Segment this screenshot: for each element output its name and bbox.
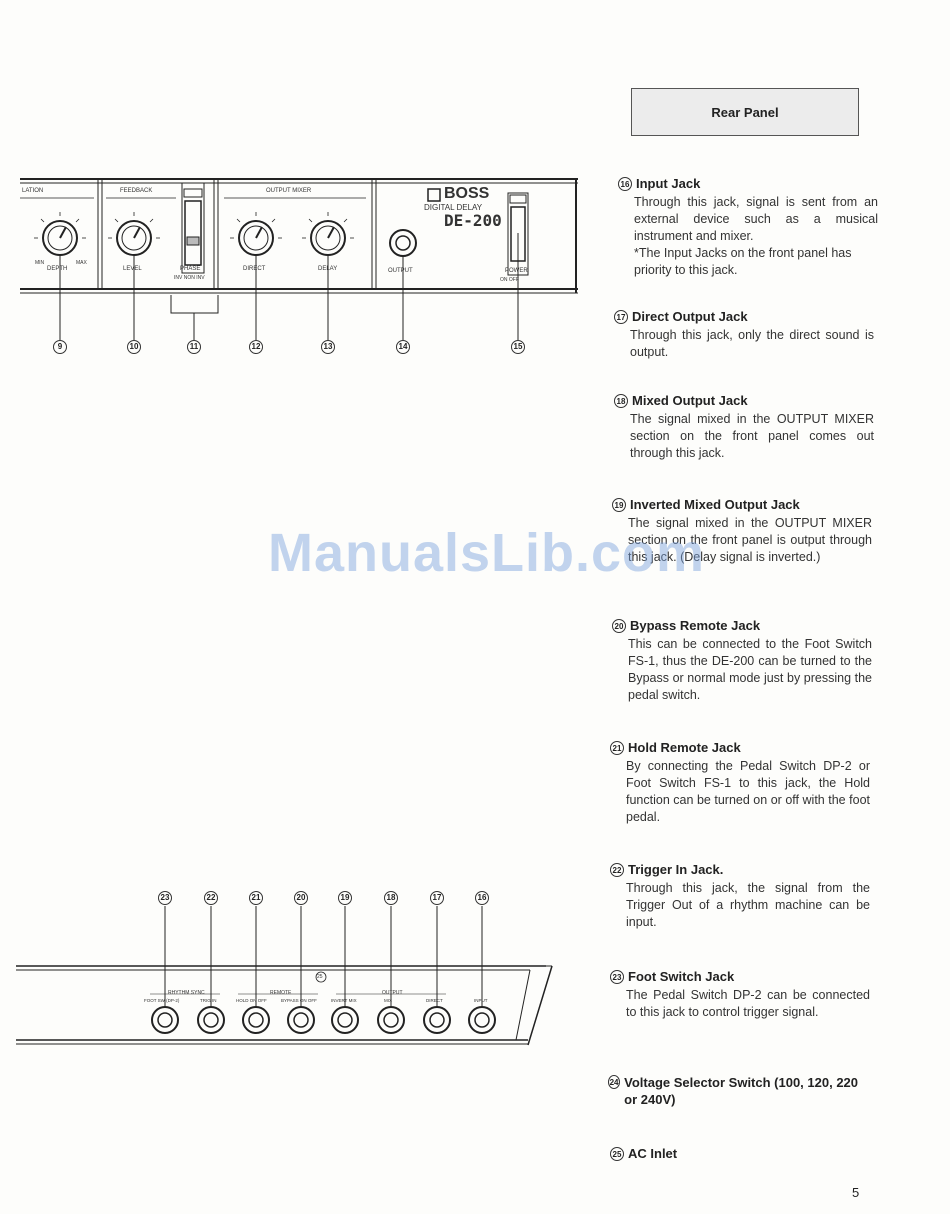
section-number: 17 <box>614 309 628 324</box>
jack-label: TRIG IN <box>200 998 217 1003</box>
section-header-title: Rear Panel <box>711 104 779 120</box>
page-number: 5 <box>852 1185 860 1200</box>
section-note: *The Input Jacks on the front panel has … <box>634 246 852 277</box>
watermark: ManualsLib.com <box>268 523 706 583</box>
callout: 22 <box>204 891 218 905</box>
section-title: Bypass Remote Jack <box>630 618 761 633</box>
section-number: 19 <box>612 497 626 512</box>
callout: 14 <box>396 340 410 354</box>
section-title: Inverted Mixed Output Jack <box>630 497 800 512</box>
section-title: Hold Remote Jack <box>628 740 741 755</box>
section-label-output-mixer: OUTPUT MIXER <box>266 188 312 194</box>
knob-delay <box>310 220 346 256</box>
section-ac-inlet: 25 AC Inlet <box>610 1146 870 1164</box>
callout: 18 <box>384 891 398 905</box>
section-foot-switch-jack: 23 Foot Switch Jack The Pedal Switch DP-2… <box>610 969 870 1021</box>
section-title: AC Inlet <box>628 1146 678 1161</box>
phase-sub-label: INV NON INV <box>174 275 205 281</box>
section-label-feedback: FEEDBACK <box>120 188 153 194</box>
callout: 20 <box>294 891 308 905</box>
section-body: The signal mixed in the OUTPUT MIXER sec… <box>628 516 872 564</box>
power-sub-label: ON OFF <box>500 277 519 283</box>
phase-label: PHASE <box>180 266 201 272</box>
section-number: 16 <box>618 176 632 191</box>
section-title: Trigger In Jack. <box>628 862 724 877</box>
callout: 15 <box>511 340 525 354</box>
section-title: Mixed Output Jack <box>632 393 748 408</box>
knob-direct <box>238 220 274 256</box>
output-jack <box>389 229 417 257</box>
section-trigger-in-jack: 22 Trigger In Jack. Through this jack, th… <box>610 862 870 931</box>
group-label: REMOTE <box>270 990 292 996</box>
jack-label: INVERT MIX <box>331 998 357 1003</box>
section-inverted-mixed-output-jack: 19 Inverted Mixed Output Jack The signal … <box>612 497 872 566</box>
knob-level <box>116 220 152 256</box>
knob-label-level: LEVEL <box>123 266 142 272</box>
section-number: 23 <box>610 969 624 984</box>
section-direct-output-jack: 17 Direct Output Jack Through this jack, … <box>614 309 874 361</box>
model-name: DE-200 <box>444 211 502 230</box>
section-number: 21 <box>610 740 624 755</box>
section-title: Direct Output Jack <box>632 309 748 324</box>
section-title: Voltage Selector Switch (100, 120, 220 o… <box>624 1075 859 1107</box>
boss-logo-mark <box>427 188 441 202</box>
section-body: The signal mixed in the OUTPUT MIXER sec… <box>630 412 874 460</box>
section-number: 25 <box>610 1146 624 1161</box>
section-bypass-remote-jack: 20 Bypass Remote Jack This can be connect… <box>612 618 872 704</box>
center-mark: 25 <box>317 974 323 980</box>
section-label-modulation: LATION <box>22 188 44 194</box>
knob-label-depth: DEPTH <box>47 266 68 272</box>
callout: 16 <box>475 891 489 905</box>
callout: 12 <box>249 340 263 354</box>
jack-label: DIRECT <box>426 998 443 1003</box>
power-label: POWER <box>505 268 528 274</box>
jack-label: INPUT <box>474 998 488 1003</box>
section-number: 24 <box>608 1075 621 1089</box>
brand-line: DIGITAL DELAY <box>424 203 483 212</box>
jack-label: BYPASS ON OFF <box>281 998 317 1003</box>
section-hold-remote-jack: 21 Hold Remote Jack By connecting the Ped… <box>610 740 870 826</box>
min-label: MIN <box>35 260 45 266</box>
section-body: This can be connected to the Foot Switch… <box>628 637 872 702</box>
rear-panel-illustration <box>16 906 553 1046</box>
section-number: 20 <box>612 618 626 633</box>
knob-label-direct: DIRECT <box>243 266 266 272</box>
callout: 10 <box>127 340 141 354</box>
knob-depth <box>42 220 78 256</box>
section-input-jack: 16 Input Jack Through this jack, signal i… <box>618 176 878 279</box>
section-body: The Pedal Switch DP-2 can be connected t… <box>626 988 870 1019</box>
section-title: Foot Switch Jack <box>628 969 735 984</box>
callout: 21 <box>249 891 263 905</box>
section-header: Rear Panel <box>631 88 859 136</box>
knob-label-delay: DELAY <box>318 266 338 272</box>
section-body: Through this jack, the signal from the T… <box>626 881 870 929</box>
callout: 19 <box>338 891 352 905</box>
jack-label: HOLD ON OFF <box>236 998 267 1003</box>
brand-logo: BOSS <box>444 185 490 202</box>
section-title: Input Jack <box>636 176 701 191</box>
section-number: 18 <box>614 393 628 408</box>
max-label: MAX <box>76 260 87 266</box>
output-label: OUTPUT <box>388 268 413 274</box>
section-body: Through this jack, only the direct sound… <box>630 328 874 359</box>
section-body: Through this jack, signal is sent from a… <box>634 195 878 243</box>
section-mixed-output-jack: 18 Mixed Output Jack The signal mixed in … <box>614 393 874 462</box>
front-panel-illustration <box>20 178 578 340</box>
phase-switch <box>181 182 205 274</box>
group-label: OUTPUT <box>382 990 403 996</box>
callout: 11 <box>187 340 201 354</box>
callout: 17 <box>430 891 444 905</box>
group-label: RHYTHM SYNC <box>168 990 205 996</box>
callout: 23 <box>158 891 172 905</box>
section-body: By connecting the Pedal Switch DP-2 or F… <box>626 759 870 824</box>
jack-label: MIX <box>384 998 393 1003</box>
callout: 13 <box>321 340 335 354</box>
callout: 9 <box>53 340 67 354</box>
jack-label: FOOT SW (DP-2) <box>144 998 180 1003</box>
section-number: 22 <box>610 862 624 877</box>
